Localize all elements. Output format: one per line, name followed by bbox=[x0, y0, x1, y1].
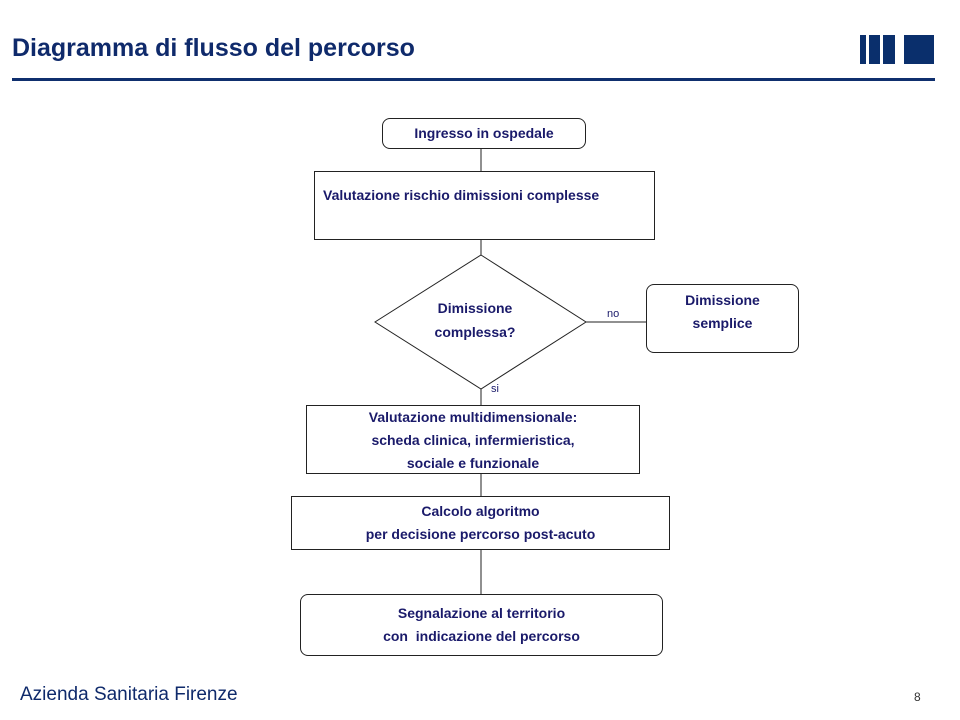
header-divider bbox=[12, 78, 935, 81]
page-title: Diagramma di flusso del percorso bbox=[12, 34, 415, 62]
risk-label: Valutazione rischio dimissioni complesse bbox=[323, 187, 600, 203]
decision-diamond bbox=[374, 254, 587, 390]
territory-signal-node: Segnalazione al territorio con indicazio… bbox=[300, 594, 663, 656]
simple-discharge-node: Dimissione semplice bbox=[646, 284, 799, 353]
page-number: 8 bbox=[914, 690, 921, 704]
risk-assessment-node: Valutazione rischio dimissioni complesse bbox=[314, 171, 655, 240]
multi-text: sociale e funzionale bbox=[406, 455, 540, 471]
simple-text: Dimissione bbox=[685, 292, 760, 308]
start-label: Ingresso in ospedale bbox=[414, 125, 554, 141]
signal-text: con indicazione del percorso bbox=[383, 628, 580, 644]
multidimensional-node: Valutazione multidimensionale: scheda cl… bbox=[306, 405, 640, 474]
decision-text: Dimissione bbox=[437, 300, 513, 316]
si-label: si bbox=[491, 383, 499, 395]
simple-text: semplice bbox=[692, 315, 753, 331]
calc-text: Calcolo algoritmo bbox=[421, 503, 540, 519]
multi-text: Valutazione multidimensionale: bbox=[368, 409, 578, 425]
no-label: no bbox=[607, 308, 620, 320]
calc-text: per decisione percorso post-acuto bbox=[365, 526, 596, 542]
multi-text: scheda clinica, infermieristica, bbox=[371, 432, 575, 448]
decision-node: Dimissione complessa? bbox=[400, 296, 550, 344]
organization-name: Azienda Sanitaria Firenze bbox=[20, 684, 238, 705]
algorithm-node: Calcolo algoritmo per decisione percorso… bbox=[291, 496, 670, 550]
start-node: Ingresso in ospedale bbox=[382, 118, 586, 149]
signal-text: Segnalazione al territorio bbox=[397, 605, 566, 621]
decision-text: complessa? bbox=[434, 324, 516, 340]
